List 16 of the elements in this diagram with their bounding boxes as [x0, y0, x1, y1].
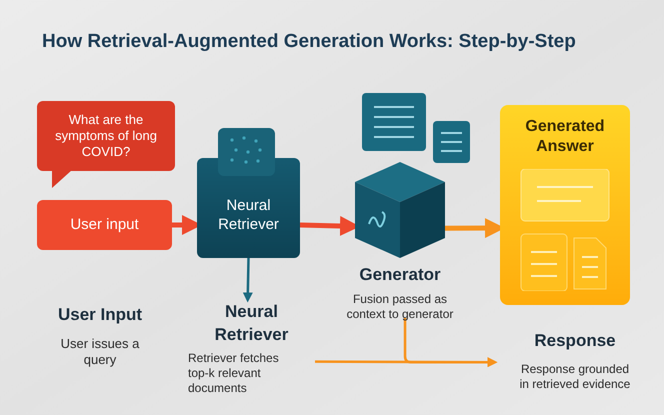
speech-bubble: What are the symptoms of long COVID?	[37, 101, 175, 171]
arrow	[242, 258, 253, 302]
cube-drawing	[355, 162, 445, 258]
step-description: User issues a query	[60, 336, 140, 368]
step-description: Response grounded in retrieved evidence	[518, 362, 632, 392]
step-heading: Generator	[359, 264, 441, 286]
answer-panel: Generated Answer	[500, 105, 630, 305]
step-heading: Neural Retriever	[214, 301, 290, 346]
process-box: Neural Retriever	[197, 158, 300, 258]
step-heading: Response	[534, 330, 616, 352]
step-description: Fusion passed as context to generator	[346, 292, 454, 322]
arrow	[404, 318, 498, 368]
input-box: User input	[37, 200, 172, 250]
step-heading: User Input	[58, 304, 142, 326]
step-description: Retriever fetches top-k relevant documents	[188, 350, 280, 396]
title: How Retrieval-Augmented Generation Works: Step-by-Step	[42, 30, 576, 54]
